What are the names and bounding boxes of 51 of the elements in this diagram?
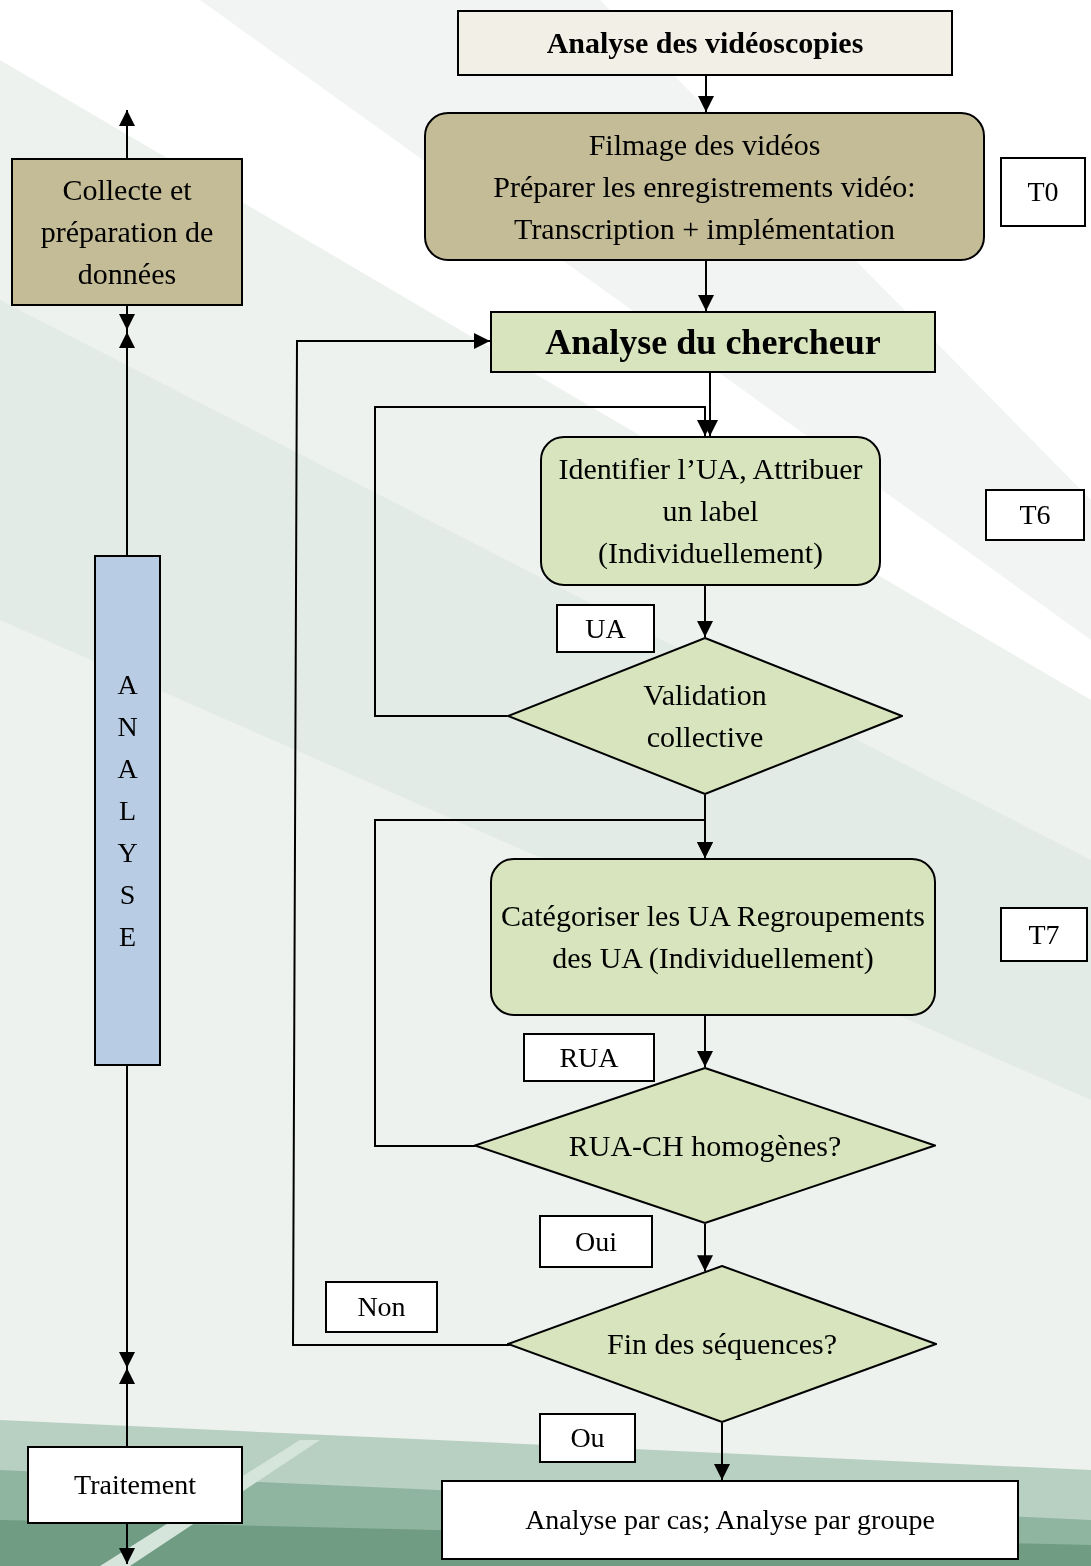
box-text: Analyse par cas; Analyse par groupe xyxy=(525,1503,935,1538)
box-text: RUA-CH homogènes? xyxy=(568,1127,842,1164)
process-box xyxy=(490,858,936,1016)
process-box xyxy=(11,158,243,306)
box-text: UA xyxy=(585,611,626,646)
label-box xyxy=(441,1480,1019,1560)
label-box xyxy=(539,1413,636,1463)
box-text: Catégoriser les UA Regroupements des UA (Individuellement) xyxy=(499,898,927,976)
label-box xyxy=(985,489,1085,541)
box-text: Ou xyxy=(570,1421,605,1456)
arrow xyxy=(119,1523,135,1565)
arrow xyxy=(698,75,714,113)
label-box xyxy=(1000,157,1086,227)
arrow xyxy=(698,260,714,312)
vertical-text: ANALYSE xyxy=(116,667,139,954)
arrow xyxy=(697,585,713,638)
decision-diamond xyxy=(507,1265,937,1423)
box-text: Non xyxy=(357,1290,406,1325)
label-box xyxy=(556,604,655,653)
decision-diamond xyxy=(474,1067,936,1224)
arrow xyxy=(697,1223,713,1273)
arrow xyxy=(119,109,135,159)
box-text: Identifier l’UA, Attribuer un label (Individuellement) xyxy=(557,451,864,571)
label-box xyxy=(523,1033,655,1082)
box-text: Fin des séquences? xyxy=(607,1326,837,1362)
label-box xyxy=(539,1215,653,1268)
arrow xyxy=(374,819,713,1147)
box-text: Oui xyxy=(575,1224,617,1259)
box-text: Préparer les enregistrements vidéo: Transcription + implémentation xyxy=(492,168,917,247)
box-text: Filmage des vidéos xyxy=(588,126,821,163)
decision-diamond xyxy=(507,637,903,795)
process-box xyxy=(490,311,936,373)
arrow xyxy=(292,333,511,1346)
arrow xyxy=(714,1422,730,1481)
box-text: Traitement xyxy=(74,1468,196,1503)
vertical-bar xyxy=(94,555,161,1066)
label-box xyxy=(27,1446,243,1524)
label-box xyxy=(325,1281,438,1333)
box-text: Analyse des vidéoscopies xyxy=(546,25,864,61)
label-box xyxy=(1000,907,1088,962)
arrow xyxy=(697,1015,713,1068)
box-text: T0 xyxy=(1027,175,1059,210)
box-text: Validation collective xyxy=(642,677,768,755)
box-text: RUA xyxy=(559,1040,619,1075)
box-text: T7 xyxy=(1028,917,1060,952)
box-text: Collecte et préparation de données xyxy=(39,172,215,292)
title-box xyxy=(457,10,953,76)
box-text: T6 xyxy=(1019,498,1051,533)
process-box xyxy=(540,436,881,586)
box-text: Analyse du chercheur xyxy=(545,320,881,364)
process-box xyxy=(424,112,985,261)
